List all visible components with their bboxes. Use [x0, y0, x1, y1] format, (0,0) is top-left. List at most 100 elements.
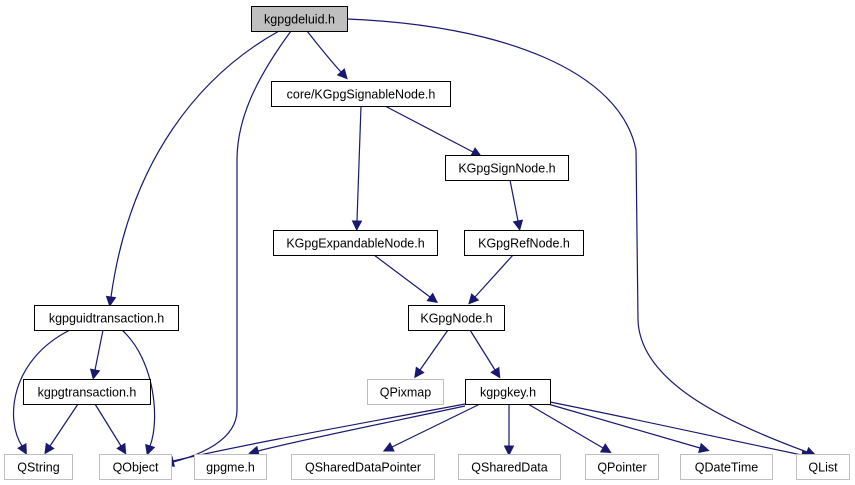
- edge-refnode-to-kgpgnode: [468, 254, 514, 305]
- node-qpointer: QPointer: [585, 454, 659, 480]
- node-label: KGpgNode.h: [420, 312, 492, 326]
- edge-line: [49, 403, 79, 447]
- node-guidtrans[interactable]: kgpguidtransaction.h: [34, 305, 179, 331]
- node-label: QDateTime: [695, 461, 758, 475]
- arrowhead-icon: [414, 366, 425, 379]
- node-box: [23, 379, 151, 405]
- edge-kgpgdeluid-to-signable: [306, 30, 348, 80]
- node-box: [271, 81, 451, 107]
- node-kgpgkey[interactable]: kgpgkey.h: [465, 379, 551, 405]
- node-expandable[interactable]: KGpgExpandableNode.h: [273, 230, 438, 256]
- node-box: [458, 454, 561, 480]
- node-signable[interactable]: core/KGpgSignableNode.h: [271, 81, 451, 107]
- edge-line: [356, 105, 362, 222]
- edge-line: [391, 403, 481, 448]
- node-label: kgpgdeluid.h: [264, 13, 335, 27]
- edge-signable-to-expandable: [351, 105, 363, 232]
- arrowhead-icon: [468, 293, 480, 305]
- node-label: QSharedData: [471, 461, 547, 475]
- node-refnode[interactable]: KGpgRefNode.h: [464, 230, 584, 256]
- arrowhead-icon: [145, 443, 156, 456]
- node-box: [408, 305, 505, 331]
- edge-line: [549, 401, 803, 456]
- edge-line: [384, 105, 474, 153]
- arrowhead-icon: [382, 442, 395, 452]
- arrowhead-icon: [44, 442, 55, 455]
- edge-line: [94, 329, 104, 371]
- node-signnode[interactable]: KGpgSignNode.h: [445, 155, 569, 181]
- node-qdatetime: QDateTime: [680, 454, 773, 480]
- edge-line: [469, 329, 496, 371]
- edge-guidtrans-to-qstring: [12, 329, 71, 455]
- edge-trans-to-qstring: [44, 403, 79, 455]
- node-label: QObject: [113, 461, 159, 475]
- node-kgpgdeluid[interactable]: kgpgdeluid.h: [251, 6, 348, 32]
- edge-kgpgkey-to-qdatetime: [547, 403, 710, 453]
- edge-line: [474, 254, 514, 298]
- edge-line: [94, 403, 122, 447]
- arrowhead-icon: [490, 366, 501, 379]
- node-box: [680, 454, 773, 480]
- arrowhead-icon: [351, 220, 363, 232]
- node-label: QSharedDataPointer: [305, 461, 421, 475]
- edge-kgpgkey-to-qpointer: [527, 403, 612, 454]
- node-box: [367, 379, 444, 405]
- node-label: kgpguidtransaction.h: [49, 312, 164, 326]
- edge-line: [12, 329, 71, 447]
- node-label: KGpgExpandableNode.h: [286, 237, 424, 251]
- node-label: KGpgRefNode.h: [478, 237, 570, 251]
- edge-line: [172, 30, 292, 463]
- arrowhead-icon: [599, 443, 612, 454]
- node-qstring: QString: [4, 454, 73, 480]
- edge-signable-to-signnode: [384, 105, 482, 157]
- edge-line: [373, 254, 431, 298]
- node-trans[interactable]: kgpgtransaction.h: [23, 379, 151, 405]
- arrowhead-icon: [470, 147, 482, 157]
- node-box: [465, 379, 551, 405]
- edge-kgpgkey-to-gpgme: [248, 405, 466, 457]
- edge-kgpgdeluid-to-guidtrans: [105, 30, 280, 308]
- edge-line: [419, 329, 449, 371]
- edge-guidtrans-to-qobject: [121, 329, 156, 456]
- node-box: [273, 230, 438, 256]
- edge-line: [306, 30, 342, 73]
- edge-signnode-to-refnode: [509, 179, 524, 231]
- node-box: [251, 6, 348, 32]
- node-label: kgpgtransaction.h: [38, 386, 137, 400]
- arrowhead-icon: [426, 292, 439, 304]
- node-qlist: QList: [796, 454, 850, 480]
- edge-line: [527, 403, 604, 449]
- node-label: kgpgkey.h: [480, 386, 536, 400]
- arrowhead-icon: [698, 442, 710, 453]
- node-qpixmap: QPixmap: [367, 379, 444, 405]
- node-box: [445, 155, 569, 181]
- nodes-layer: kgpgdeluid.h core/KGpgSignableNode.hKGpgS…: [4, 6, 850, 480]
- edge-line: [257, 405, 466, 452]
- node-label: core/KGpgSignableNode.h: [287, 88, 436, 102]
- edge-kgpgnode-to-kgpgkey: [469, 329, 501, 379]
- edge-expandable-to-kgpgnode: [373, 254, 439, 304]
- node-qobject: QObject: [99, 454, 172, 480]
- edge-line: [121, 329, 156, 447]
- node-box: [796, 454, 850, 480]
- node-box: [99, 454, 172, 480]
- edge-trans-to-qobject: [94, 403, 127, 455]
- arrowhead-icon: [89, 368, 101, 380]
- node-label: QPointer: [597, 461, 646, 475]
- edge-line: [509, 179, 519, 222]
- node-label: gpgme.h: [206, 461, 255, 475]
- arrowhead-icon: [17, 442, 27, 455]
- node-box: [194, 454, 267, 480]
- edge-kgpgkey-to-qshareddata: [503, 404, 515, 457]
- arrowhead-icon: [105, 295, 117, 308]
- node-qshareddata: QSharedData: [458, 454, 561, 480]
- edge-kgpgkey-to-qshareddatapointer: [382, 403, 481, 452]
- node-box: [4, 454, 73, 480]
- node-box: [291, 454, 435, 480]
- node-box: [585, 454, 659, 480]
- node-box: [464, 230, 584, 256]
- edge-kgpgnode-to-qpixmap: [414, 329, 449, 379]
- node-label: QString: [17, 461, 59, 475]
- edge-line: [547, 403, 701, 449]
- node-kgpgnode[interactable]: KGpgNode.h: [408, 305, 505, 331]
